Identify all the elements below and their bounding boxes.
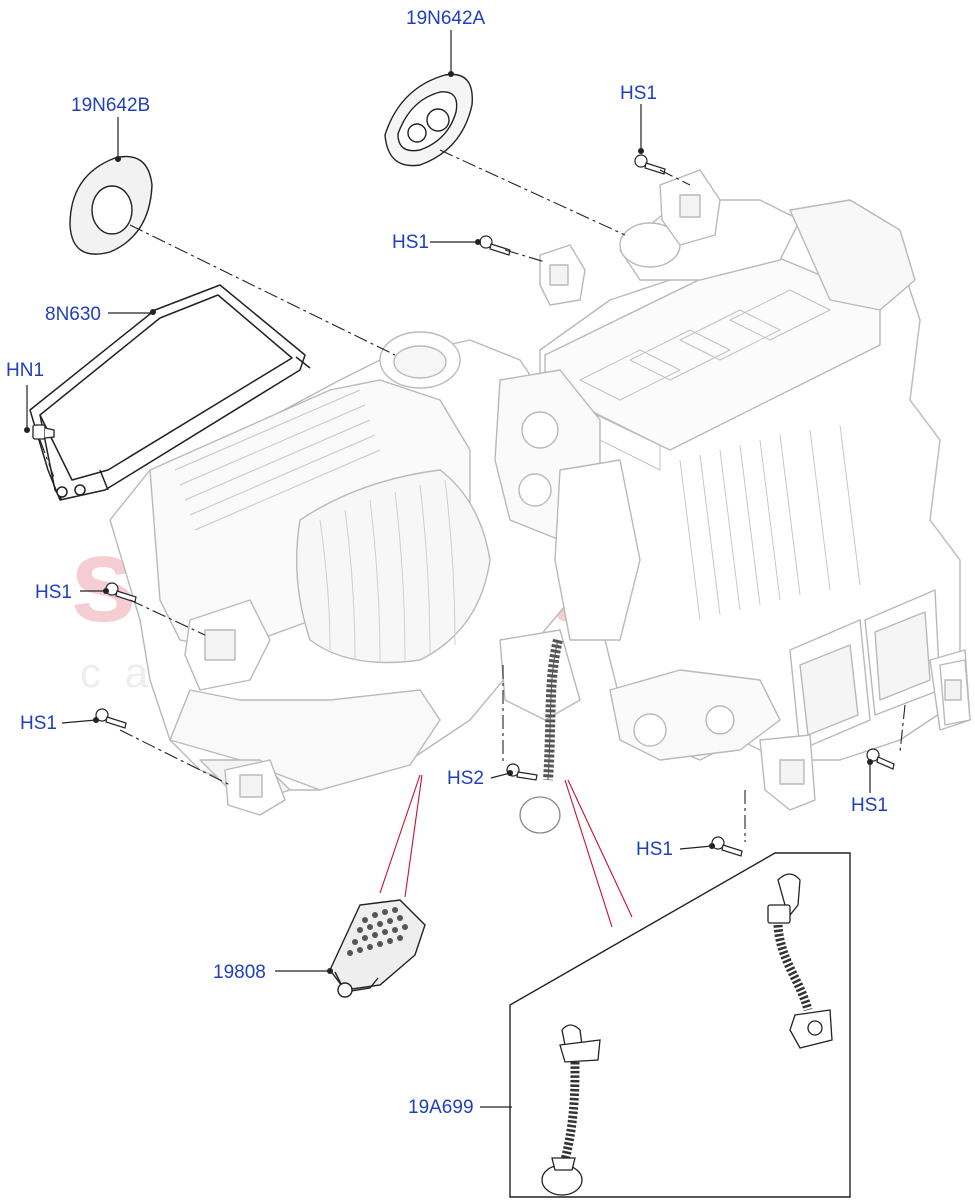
leader-dots (24, 71, 873, 974)
drain-hose-variant-a (767, 873, 833, 1049)
screw-hs1-lower-left (95, 708, 127, 729)
label-19n642b: 19N642B (71, 95, 151, 116)
label-hs1-lower-left: HS1 (20, 713, 57, 734)
leader-lines (26, 30, 871, 1108)
label-19a699: 19A699 (408, 1097, 474, 1118)
screws (95, 154, 895, 857)
label-hs1-left: HS1 (35, 582, 72, 603)
label-8n630: 8N630 (45, 304, 101, 325)
label-19808: 19808 (213, 962, 266, 983)
screw-hs1-top (634, 154, 666, 175)
label-hs1-right: HS1 (851, 795, 888, 816)
label-hn1: HN1 (6, 360, 45, 381)
red-leaders (379, 774, 633, 928)
label-19n642a: 19N642A (406, 8, 486, 29)
drain-hose (543, 638, 563, 781)
label-hs1-upper: HS1 (392, 232, 429, 253)
screw-hs2 (506, 763, 538, 781)
label-hs2: HS2 (447, 768, 484, 789)
label-hs1-bottom: HS1 (636, 839, 673, 860)
screw-hs1-bottom (711, 836, 743, 857)
seal-19n642b (69, 155, 153, 255)
seal-19n642a (384, 73, 473, 167)
inset-frame (509, 852, 851, 1198)
drain-hose-end (519, 796, 561, 834)
blower-resistor-19808 (329, 899, 426, 998)
label-hs1-top: HS1 (620, 83, 657, 104)
screw-hs1-upper (479, 235, 511, 256)
hvac-housing (109, 169, 971, 816)
assembly-lines (39, 149, 906, 842)
drain-hose-variant-b (541, 1024, 601, 1196)
filter-cover-8n630 (29, 284, 311, 501)
nut-hn1 (32, 424, 55, 440)
screw-hs1-right (866, 748, 895, 770)
